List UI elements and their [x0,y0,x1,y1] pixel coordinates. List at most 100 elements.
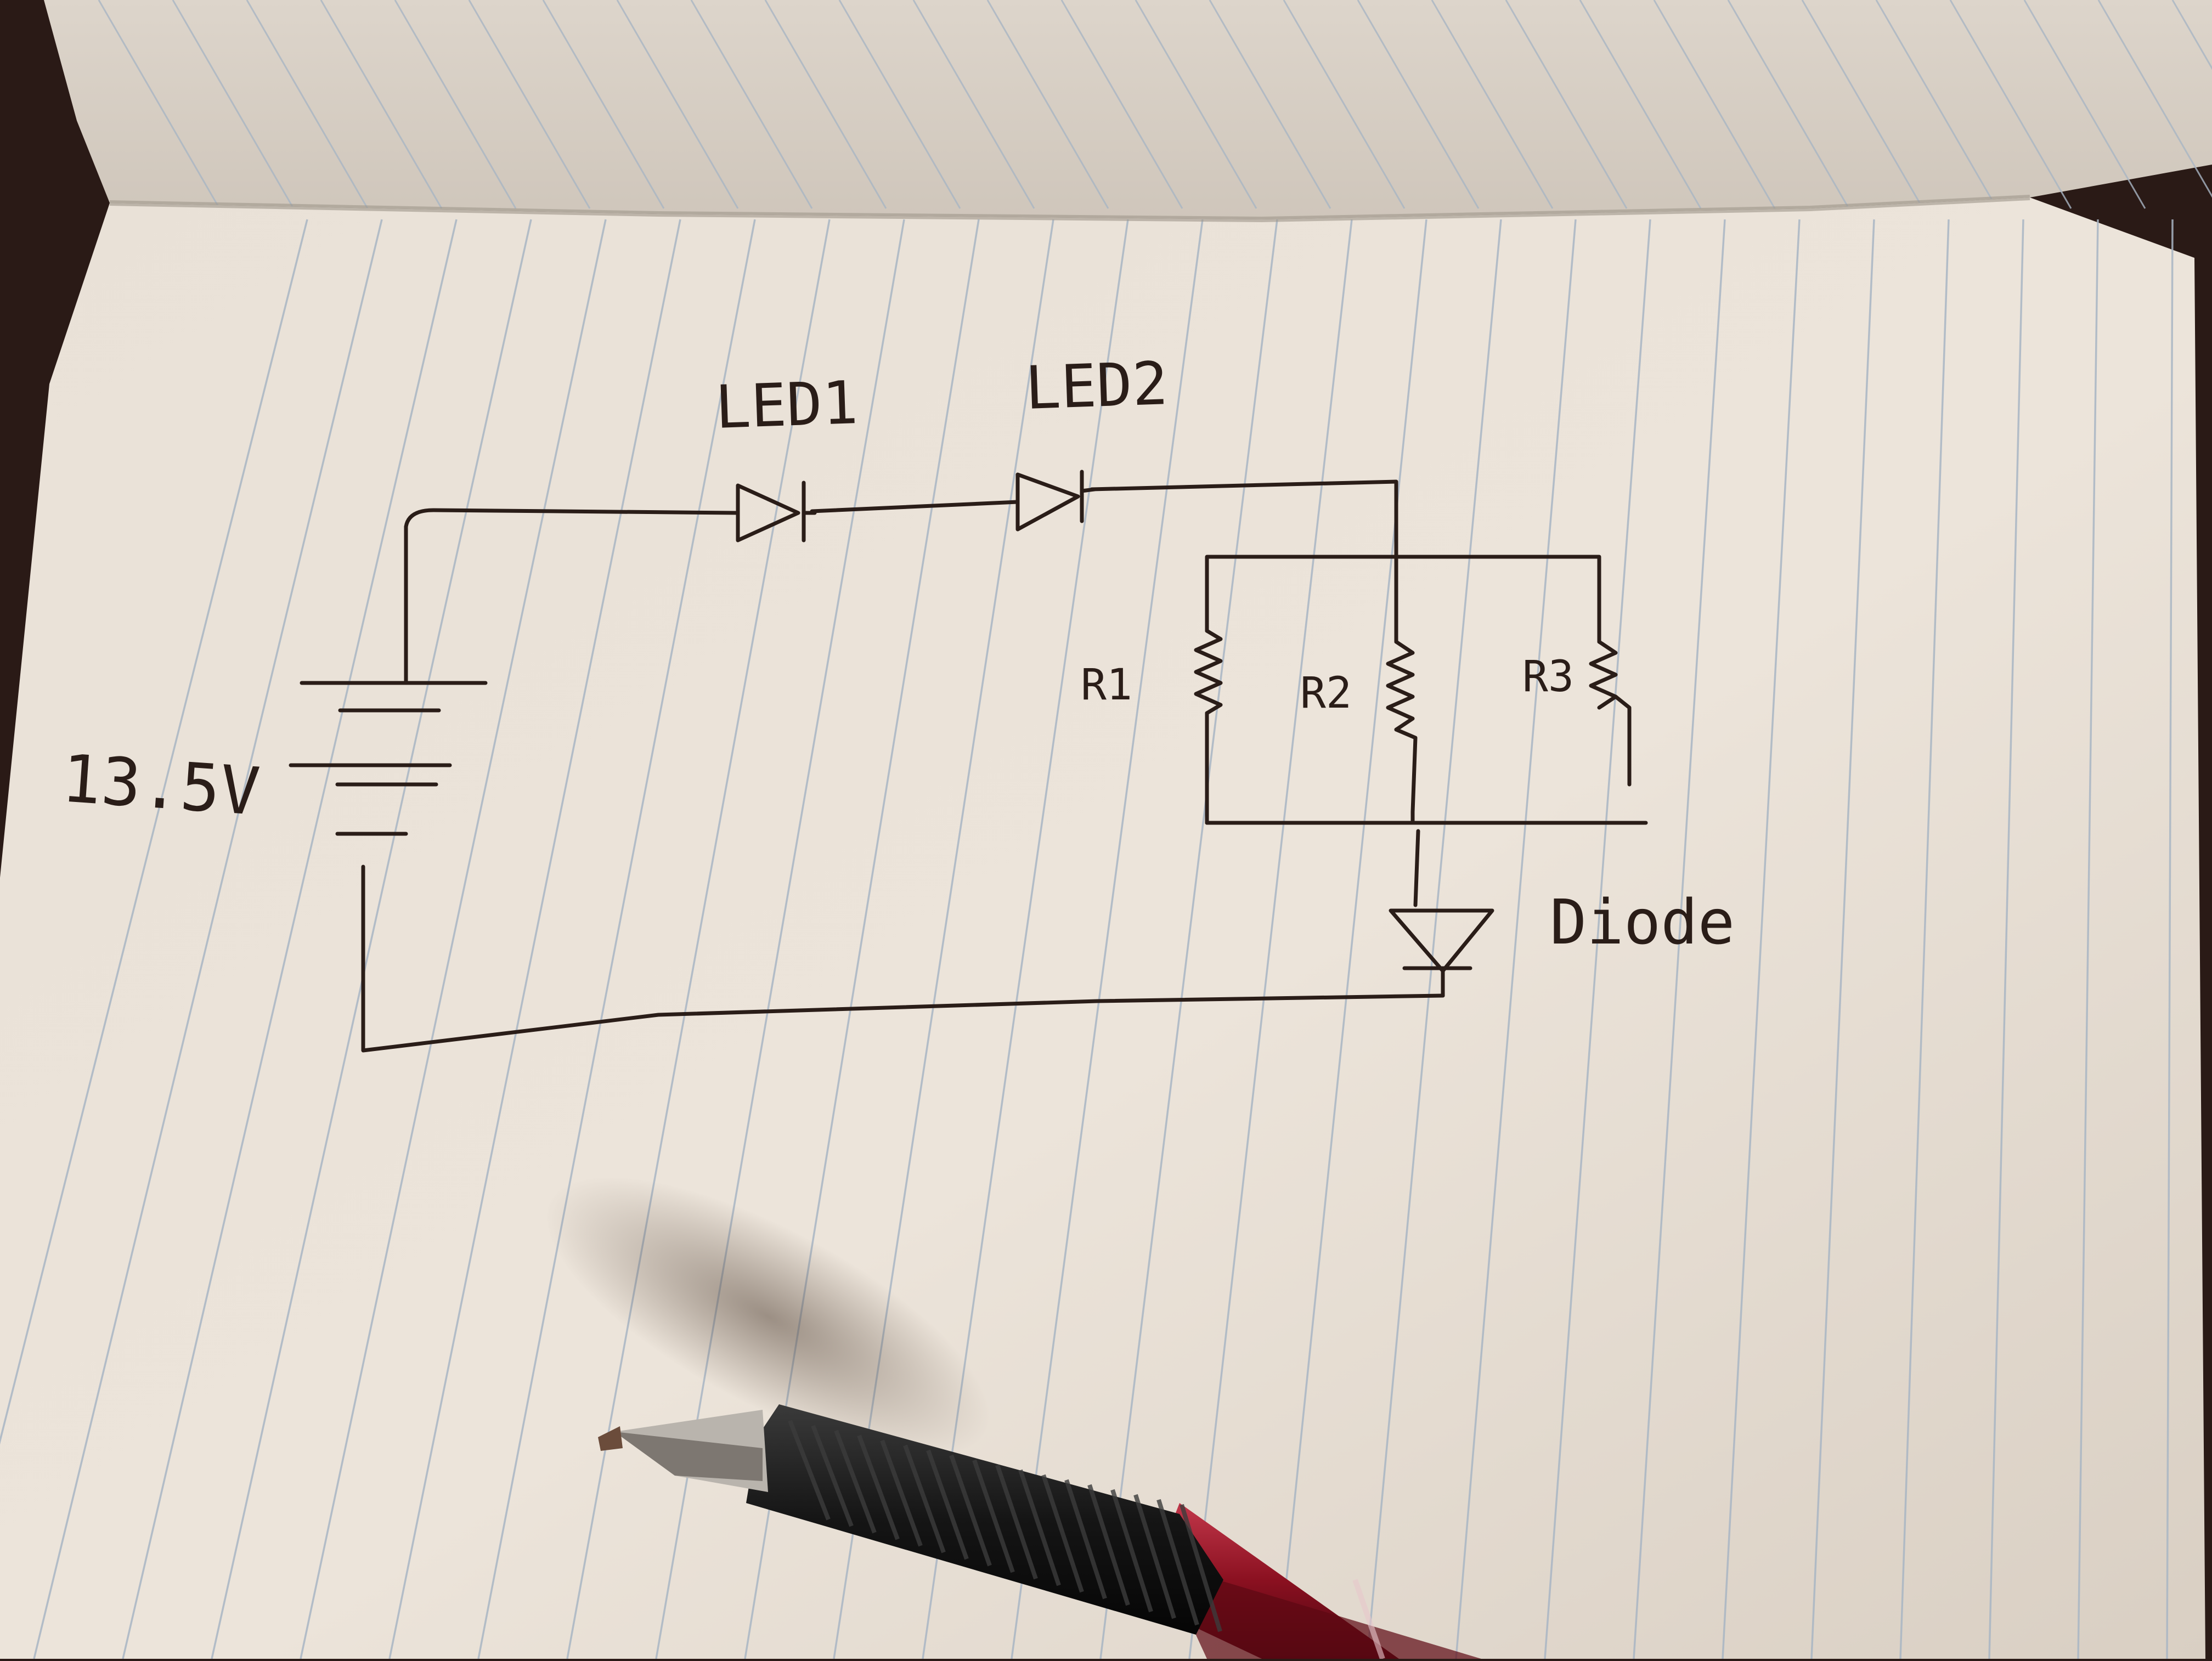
rule-line [1099,219,1278,1659]
top-rule-line [1875,0,1998,209]
wire-led1-to-led2 [810,500,1020,513]
rule-line [566,219,831,1659]
top-rule-line [2097,0,2212,198]
rule-line [1722,219,1801,1659]
circuit-diagram [289,470,1648,1053]
labels-group: LED1 LED2 13.5V R1 R2 R3 Diode [59,349,1735,958]
grip-ridge [995,1464,1038,1580]
r2-label: R2 [1300,669,1352,718]
rule-line [1366,219,1502,1659]
battery-symbol [289,634,488,935]
grip-ridge [1133,1494,1176,1619]
top-rule-line [98,0,221,209]
grip-ridge [1110,1489,1153,1613]
top-rule-line [1727,0,1850,209]
page-fold [109,195,2030,223]
rule-line [1810,219,1875,1659]
led1-label: LED1 [714,369,859,442]
top-rule-line [394,0,517,209]
diode-label: Diode [1550,887,1735,958]
rule-line [1988,219,2024,1659]
top-rule-line [1801,0,1924,209]
pen [598,1404,1481,1660]
top-rule-line [1060,0,1183,209]
top-rule-line [1283,0,1406,209]
rule-line [1544,219,1651,1659]
grip-ridge [1156,1499,1199,1626]
grip-ridge [880,1439,923,1547]
pen-body-shade [1163,1563,1481,1659]
rule-line [388,219,681,1659]
top-rule-line [912,0,1035,209]
r2-resistor [1386,555,1418,825]
rule-line [0,219,308,1445]
top-rule-line [838,0,961,209]
top-rule-line [1357,0,1480,209]
top-rule-line [1209,0,1331,209]
top-rule-line [764,0,887,209]
pen-tip [598,1426,623,1451]
top-rule-line [1949,0,2072,209]
rule-line [211,219,532,1659]
top-rule-line [2171,0,2212,70]
rule-line [300,219,607,1659]
rule-line [2077,219,2099,1659]
grip-ridge [788,1420,831,1521]
top-rule-line [246,0,369,209]
grip-ridge [1064,1479,1107,1600]
rule-line [477,219,756,1659]
rule-line [1011,219,1204,1659]
grip-ridge [857,1434,900,1540]
rule-line [122,219,458,1659]
top-rule-line [172,0,295,209]
battery-voltage-label: 13.5V [59,741,262,830]
top-rule-line [1579,0,1702,209]
rule-line [1455,219,1577,1659]
top-rule-line [542,0,665,209]
diode-symbol [1389,908,1494,998]
top-rule-line [1505,0,1628,209]
rule-line [1188,219,1353,1659]
top-page [44,0,2212,219]
top-rule-line [1135,0,1257,209]
grip-ridge [903,1444,946,1553]
r3-label: R3 [1522,652,1574,702]
top-rule-line [1653,0,1776,209]
rule-line [1277,219,1427,1659]
grip-ridge [949,1454,992,1567]
top-rule-line [320,0,443,209]
wire-network-to-diode [1413,829,1420,907]
grip-ridge [1180,1504,1222,1632]
r1-label: R1 [1081,660,1132,710]
rule-line [2166,219,2174,1659]
rule-line [1899,219,1950,1659]
pen-highlight [1352,1579,1385,1660]
rule-line [655,219,905,1659]
grip-ridge [834,1430,877,1534]
pen-shadow [546,1177,990,1456]
led2-label: LED2 [1024,349,1169,423]
pen-grip [746,1404,1223,1635]
rule-line [33,219,383,1659]
grip-ridge [1041,1474,1084,1593]
rule-line [1633,219,1726,1659]
pen-cone-shade [614,1432,763,1481]
top-page-rules [98,0,2212,209]
grip-ridge [1087,1484,1130,1606]
top-rule-line [468,0,591,209]
top-rule-line [986,0,1109,209]
wire-return [361,930,1445,1053]
grip-ridge [972,1459,1015,1573]
grip-ridge [1018,1469,1061,1586]
grip-ridge [926,1449,969,1560]
notebook-page [0,197,2205,1659]
r1-resistor [1194,557,1223,825]
top-rule-line [1431,0,1554,209]
top-rule-line [2023,0,2146,209]
pen-grip-ridges [788,1420,1222,1632]
top-rule-line [690,0,813,209]
grip-ridge [811,1425,854,1527]
wire-battery-to-led1 [404,508,740,639]
